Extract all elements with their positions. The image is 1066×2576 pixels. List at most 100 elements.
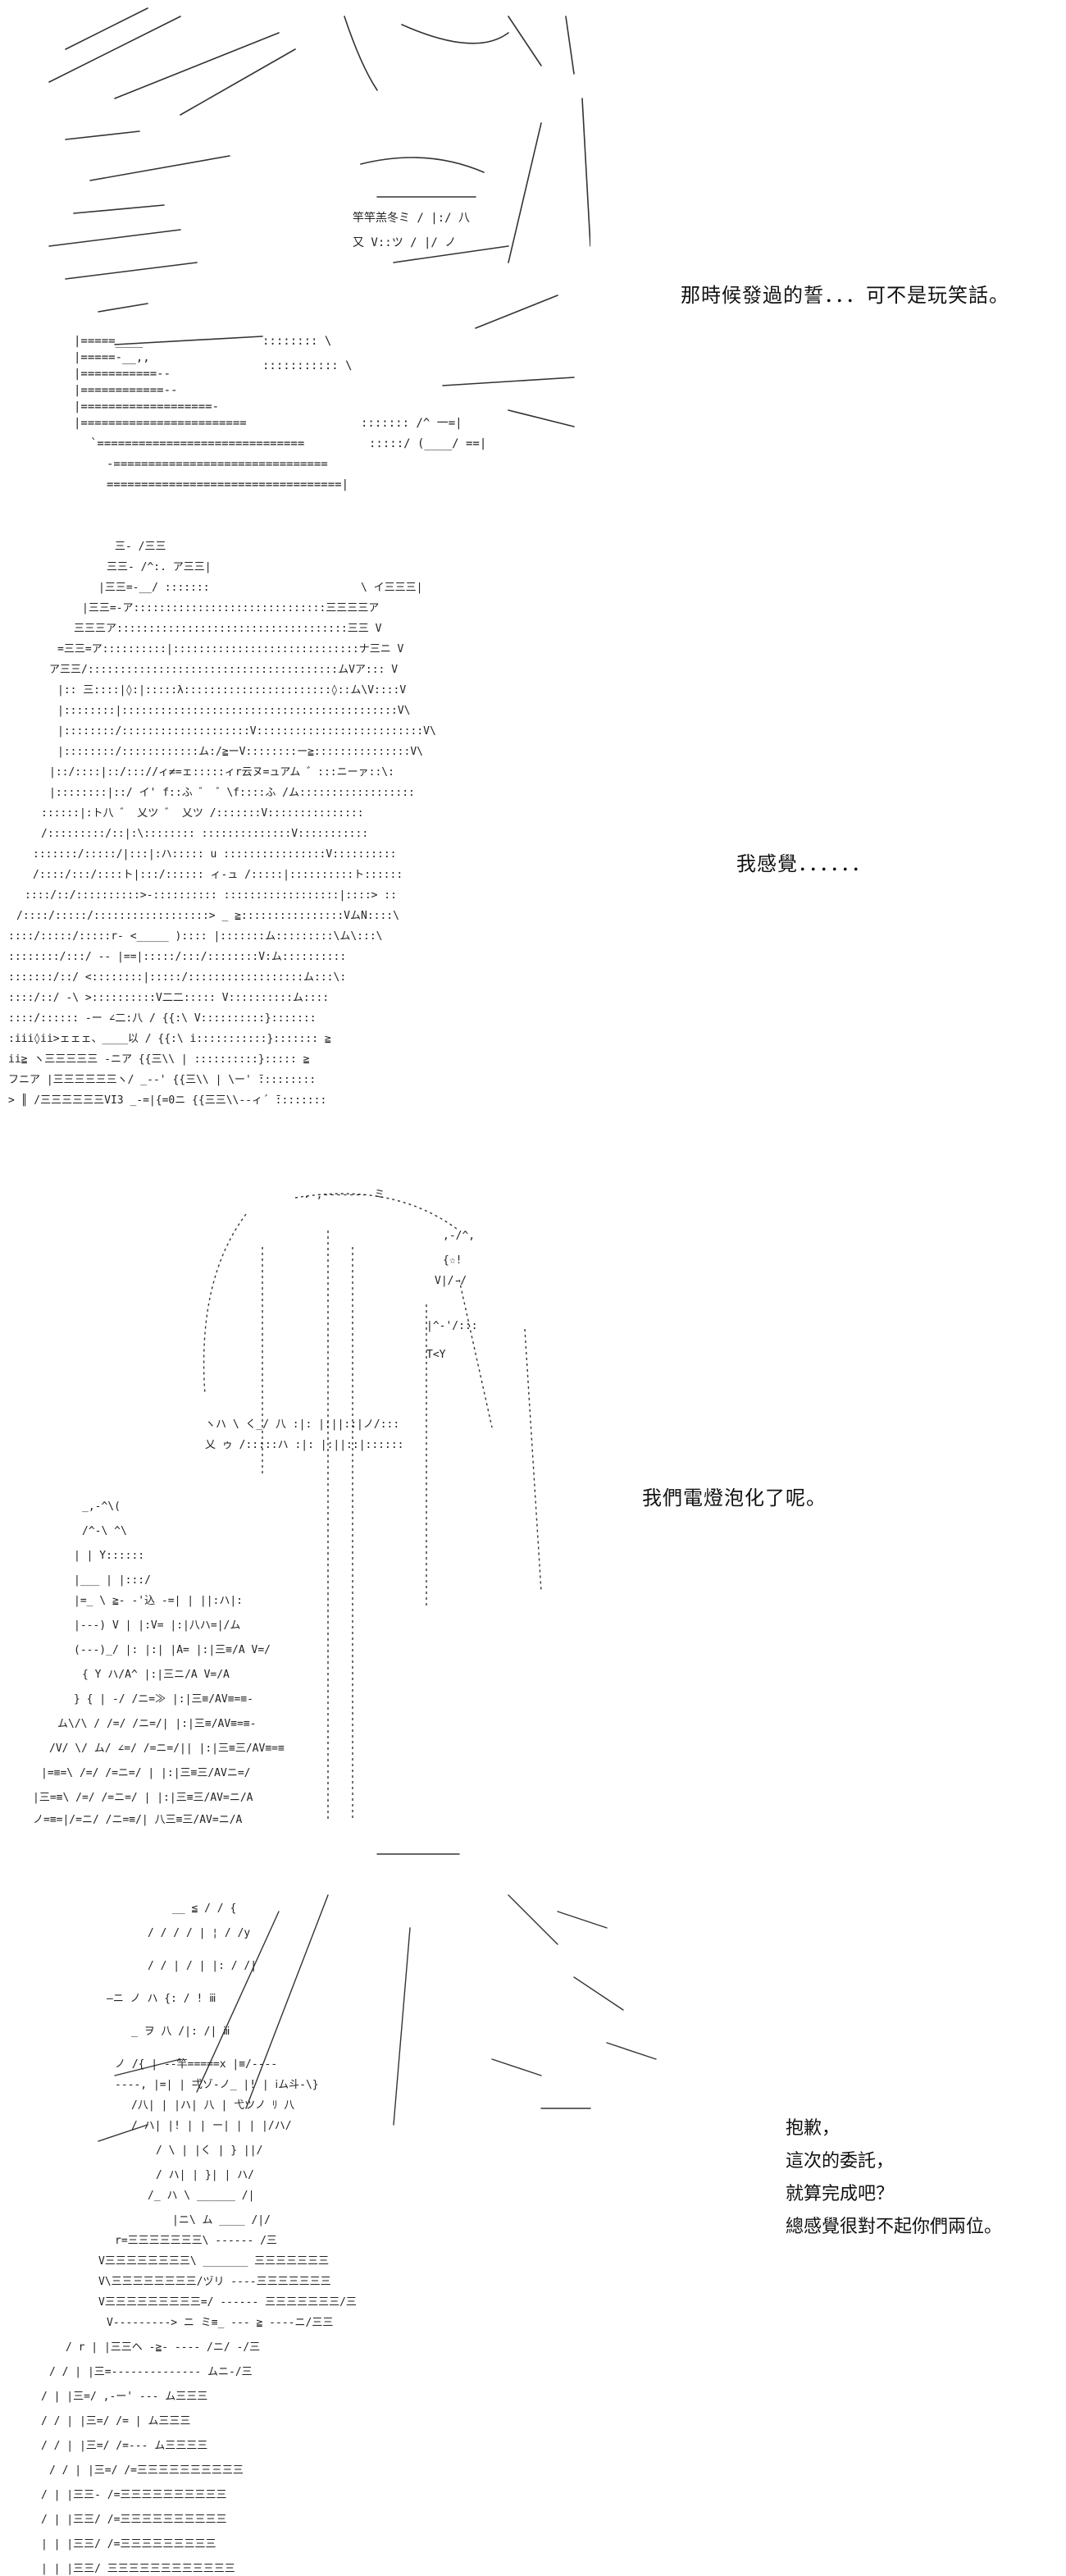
panel-3: . ,------- ミ,-/^, {☆!V|/-/ |^-'/:::T<Y ヽ… [0, 1181, 1066, 1829]
ascii-art-figure-2-svg: 三- /三三三三- /^:. ア三三| |三三=-__/ ::::::: \ イ… [8, 541, 436, 1107]
svg-text:|三=≡\ /=/ /=ニ=/ | |:|三≡三/AV: |三=≡\ /=/ /=ニ=/ | |:|三≡三/AV=ニ/A [33, 1792, 253, 1804]
svg-text:|:: 三::::|◊:|:::::λ:::::::::::: |:: 三::::|◊:|:::::λ:::::::::::::::::::::… [57, 684, 406, 697]
dialogue-line: 就算完成吧？ [786, 2184, 895, 2204]
svg-text:ヽハ \ く_/ 八 :|: |:||::|ノ/::: ヽハ \ く_/ 八 :|: |:||::|ノ/::: [205, 1418, 399, 1431]
svg-text:==============================: ==================================| [107, 478, 348, 491]
ascii-art-figure-4: __ ≦ / / { / / / / | ¦ / /y / / | / | |: … [33, 1846, 689, 2576]
svg-text:|三三=-__/ :::::::: |三三=-__/ ::::::: [98, 582, 210, 594]
svg-text:=三三=ア::::::::::|::::::::::::::: =三三=ア::::::::::|::::::::::::::::::::::::… [57, 643, 404, 655]
svg-text:::::/:::::/:::::r- <_____ ):: ::::/:::::/:::::r- <_____ ):::: |:::::::… [8, 930, 382, 943]
svg-text:| | |三三/ 三三三三三三三三三三三三: | | |三三/ 三三三三三三三三三三三三 [41, 2563, 235, 2575]
svg-text:::::/::/::::::::::>-::::::::::: ::::/::/::::::::::>-:::::::::: :::::::::… [25, 889, 397, 902]
svg-text:/ ハ| | }| | ハ/: / ハ| | }| | ハ/ [156, 2169, 254, 2181]
svg-text:> ║ /三三三三三三VI3 _-=|{=0ニ {{三三: > ║ /三三三三三三VI3 _-=|{=0ニ {{三三\\--ィ´ ̄::::… [8, 1093, 326, 1107]
svg-text:{☆!: {☆! [443, 1254, 462, 1267]
svg-text:|___ | |:::/: |___ | |:::/ [74, 1574, 151, 1587]
ascii-art-figure-1-svg: |=====____ |=====-__,, |===========-- |===… [48, 7, 590, 491]
svg-text:|===========--: |===========-- [74, 368, 171, 381]
svg-text:_,-^\(: _,-^\( [82, 1500, 121, 1513]
svg-text:`=============================: `============================== [90, 437, 304, 450]
svg-text:/^-\ ^\: /^-\ ^\ [82, 1525, 127, 1537]
svg-text:|=====-__,,: |=====-__,, [74, 351, 150, 364]
dialogue-line: 抱歉， [786, 2118, 840, 2139]
svg-text:/ / | |三=-------------- ムニ: / / | |三=-------------- ムニ-/三 [49, 2366, 253, 2378]
svg-text:ム\/\ / /=/ /ニ=/| |:|三≡/AV: ム\/\ / /=/ /ニ=/| |:|三≡/AV≡=≡- [57, 1718, 257, 1730]
svg-text:/ / / / | ¦ / /y: / / / / | ¦ / /y [148, 1927, 250, 1939]
svg-text:V三三三三三三三三三=/ ------ 三三三三三三三/三: V三三三三三三三三三=/ ------ 三三三三三三三/三 [98, 2296, 357, 2309]
ascii-art-figure-3: . ,------- ミ,-/^, {☆!V|/-/ |^-'/:::T<Y ヽ… [0, 1181, 623, 1829]
svg-text:V\三三三三三三三三/ヅリ ‐---三三三三三三三: V\三三三三三三三三/ヅリ ‐---三三三三三三三 [98, 2276, 331, 2288]
svg-text:{ Y ハ/A^ |:|三ニ/A V=: { Y ハ/A^ |:|三ニ/A V=/A [82, 1669, 230, 1681]
svg-text:__ ≦ / / {: __ ≦ / / { [172, 1902, 236, 1915]
svg-text:/ | |三=/ ,-ー' ---: / | |三=/ ,-ー' --- ム三三三 [41, 2391, 207, 2403]
svg-text:|::::::::/::::::::::::::::::::: |::::::::/::::::::::::::::::::V:::::::::… [57, 725, 436, 738]
svg-text:/ / | / | |: / /|: / / | / | |: / /| [148, 1960, 257, 1972]
svg-text:|::::::::|::/ イ' f::ふ ゛ ゛\f:: |::::::::|::/ イ' f::ふ ゛ ゛\f::::ふ /ム:::::… [49, 787, 415, 799]
panel-1: |=====____ |=====-__,, |===========-- |===… [0, 0, 1066, 509]
ascii-art-figure-2: 三- /三三三三- /^:. ア三三| |三三=-__/ ::::::: \ イ… [0, 525, 623, 1165]
svg-text:| | |三三/ /=三三三三三三三三三: | | |三三/ /=三三三三三三三三三 [41, 2538, 216, 2551]
svg-text:V三三三三三三三三\ _______ 三三三三三三三: V三三三三三三三三\ _______ 三三三三三三三 [98, 2255, 329, 2268]
svg-text:(---)_/ |: |:| |A= |:|三≡: (---)_/ |: |:| |A= |:|三≡/A V=/ [74, 1644, 271, 1656]
svg-text:フニア |三三三三三三ヽ/ _--' {{三\\ |: フニア |三三三三三三ヽ/ _--' {{三\\ | \ー' ̄::::::::… [8, 1074, 316, 1086]
svg-text:_ ヲ 八 /|: /| ⅲ: _ ヲ 八 /|: /| ⅲ [131, 2026, 230, 2038]
svg-text:乂 ゥ /:::::ハ :|: |:||::|: 乂 ゥ /:::::ハ :|: |:||::|:::::: [205, 1439, 404, 1451]
svg-text:|::/::::|::/::://ィ≠=ェ:::::ィr云ヌ: |::/::::|::/::://ィ≠=ェ:::::ィr云ヌ=ュアム ゛:::ニ… [49, 766, 394, 779]
svg-text:|::::::::|::::::::::::::::::::: |::::::::|::::::::::::::::::::::::::::::… [57, 705, 410, 717]
svg-text:|========================: |======================== [74, 417, 247, 430]
svg-text:/八| | |ハ| 八 | 弋ツノ ﾘ 八: /八| | |ハ| 八 | 弋ツノ ﾘ 八 [131, 2099, 294, 2112]
dialogue-line: 這次的委託， [786, 2151, 895, 2172]
svg-text:ノ=≡=|/=ニ/ /ニ=≡/| 八三≡三/AV=ニ/A: ノ=≡=|/=ニ/ /ニ=≡/| 八三≡三/AV=ニ/A [33, 1814, 243, 1826]
ascii-art-figure-1: |=====____ |=====-__,, |===========-- |===… [16, 0, 590, 509]
svg-text:----, |=| | 弌ゾ-ノ_ |! | ⅰム斗-: ----, |=| | 弌ゾ-ノ_ |! | ⅰム斗-\} [115, 2079, 319, 2091]
svg-text:/ | |三三/ /=三三三三三三三三三三: / | |三三/ /=三三三三三三三三三三 [41, 2514, 226, 2526]
svg-text:,-/^,: ,-/^, [443, 1230, 475, 1242]
svg-text:} { | -/ /ニ=≫ |:|三≡/AV≡=: } { | -/ /ニ=≫ |:|三≡/AV≡=≡- [74, 1693, 253, 1706]
svg-text::::::::/:::::/|:::|:ハ::::: u: :::::::/:::::/|:::|:ハ::::: u :::::::::::… [33, 848, 396, 861]
svg-text:|=_ \ ≧- -'込 -=| | ||:ハ|:: |=_ \ ≧- -'込 -=| | ||:ハ|: [74, 1595, 243, 1607]
svg-text:::::::::/:::/ ‐- |==|:: ::::::::/:::/ ‐- |==|:::::/:::/::::::::V… [8, 951, 346, 963]
svg-text:三- /三三: 三- /三三 [115, 541, 166, 553]
svg-text:ア三三/::::::::::::::::::::::::::: ア三三/::::::::::::::::::::::::::::::::::::… [49, 664, 398, 676]
svg-text:ノ /{ | --竿=====x |≡/----: ノ /{ | --竿=====x |≡/---- [115, 2058, 277, 2071]
svg-text:/:::::::::/::|:\::::::::: /:::::::::/::|:\:::::::: ::::::::::::::V… [41, 828, 368, 840]
svg-text:三三三ア::::::::::::::::::::::::::: 三三三ア::::::::::::::::::::::::::::::::::::… [74, 623, 382, 635]
svg-text:—ニ ノ ハ {: / ! ⅲ: —ニ ノ ハ {: / ! ⅲ [107, 1993, 216, 2005]
svg-text:/::::/:::/::::ト|:::/::::::: /::::/:::/::::ト|:::/:::::: ィ-ュ /:::::|::… [33, 869, 403, 881]
svg-text:/::::/:::::/::::::::::::::::::: /::::/:::::/::::::::::::::::::> _ ≧:::::… [16, 910, 399, 922]
svg-text:/V/ \/ ム/ ∠=/ /=ニ=/|| |:|三≡三: /V/ \/ ム/ ∠=/ /=ニ=/|| |:|三≡三/AV≡=≡ [49, 1742, 285, 1755]
panel-4: __ ≦ / / { / / / / | ¦ / /y / / | / | |: … [0, 1846, 1066, 2576]
svg-text:/ / | |三=/ /= |: / / | |三=/ /= | ム三三三 [41, 2415, 190, 2428]
svg-text:|=====____: |=====____ [74, 335, 144, 348]
svg-text::::::/ (____/ ==|: :::::/ (____/ ==| [369, 437, 486, 450]
dialogue-caption: 我感覺．．．．．． [736, 852, 872, 875]
dialogue-line: 總感覺很對不起你們兩位。 [786, 2217, 1003, 2237]
svg-text:\ イ三三三|: \ イ三三三| [361, 582, 422, 594]
svg-text:r=三三三三三三三\ ------ /三: r=三三三三三三三\ ------ /三 [115, 2235, 277, 2247]
svg-text:又 V::ツ / |/ ノ: 又 V::ツ / |/ ノ [353, 236, 456, 249]
svg-text:V---------> ニ ミ≡_ --- ≧ ----ニ/: V---------> ニ ミ≡_ --- ≧ ----ニ/三三 [107, 2317, 333, 2329]
svg-text:|::::::::/::::::::::::ム:/≧ーV::: |::::::::/::::::::::::ム:/≧ーV::::::::ー≧::… [57, 746, 423, 758]
svg-text:. ,------- ミ: . ,------- ミ [303, 1189, 385, 1201]
svg-text:/ / | |三=/ /=--- ム三: / / | |三=/ /=--- ム三三三三 [41, 2440, 207, 2452]
svg-text::iii◊ii>ェェェ、____以 / {{:\: :iii◊ii>ェェェ、____以 / {{:\ i:::::::::::}::… [8, 1033, 331, 1045]
dialogue-caption: 那時候發過的誓．．．可不是玩笑話。 [681, 284, 1009, 307]
svg-text:T<Y: T<Y [426, 1349, 446, 1361]
svg-text:/ / | |三=/ /=三三三三三三三三三三: / / | |三=/ /=三三三三三三三三三三 [49, 2464, 244, 2477]
svg-text:/_ ハ \ ______ /|: /_ ハ \ ______ /| [148, 2190, 254, 2202]
svg-text:-=============================: -=============================== [107, 458, 328, 471]
svg-text:竿竿羔冬ミ / |:/ 八: 竿竿羔冬ミ / |:/ 八 [353, 212, 470, 225]
dialogue-caption: 我們電燈泡化了呢。 [642, 1487, 827, 1510]
svg-text:ii≧ ヽ三三三三三 -ニア {{三\\ |: ii≧ ヽ三三三三三 -ニア {{三\\ | ::::::::::}::::: … [8, 1053, 310, 1066]
svg-text:|^-'/:::: |^-'/::: [426, 1320, 478, 1332]
svg-text:V|/-/: V|/-/ [435, 1275, 467, 1287]
panel-2: 三- /三三三三- /^:. ア三三| |三三=-__/ ::::::: \ イ… [0, 525, 1066, 1165]
svg-text:/ \ | |く | } ||/: / \ | |く | } ||/ [156, 2144, 262, 2157]
svg-text:::::/:::::: ‐ー ∠二:八 / {{:: ::::/:::::: ‐ー ∠二:八 / {{:\ V::::::::::}:… [8, 1012, 317, 1025]
svg-text:::::::|:ト八 ゛ 乂ツ ゛ 乂ツ /::::::: ::::::|:ト八 ゛ 乂ツ ゛ 乂ツ /:::::::V::::::::::… [41, 807, 364, 820]
svg-text:::::::: /^ 一=|: ::::::: /^ 一=| [361, 417, 462, 430]
ascii-art-figure-3-svg: . ,------- ミ,-/^, {☆!V|/-/ |^-'/:::T<Y ヽ… [33, 1189, 542, 1826]
svg-text:|---) V | |:V= |:|八ハ=|/: |---) V | |:V= |:|八ハ=|/ム [74, 1619, 240, 1632]
svg-text:::::::::::: \: ::::::::::: \ [262, 359, 353, 372]
svg-text:|============--: |============-- [74, 384, 177, 397]
